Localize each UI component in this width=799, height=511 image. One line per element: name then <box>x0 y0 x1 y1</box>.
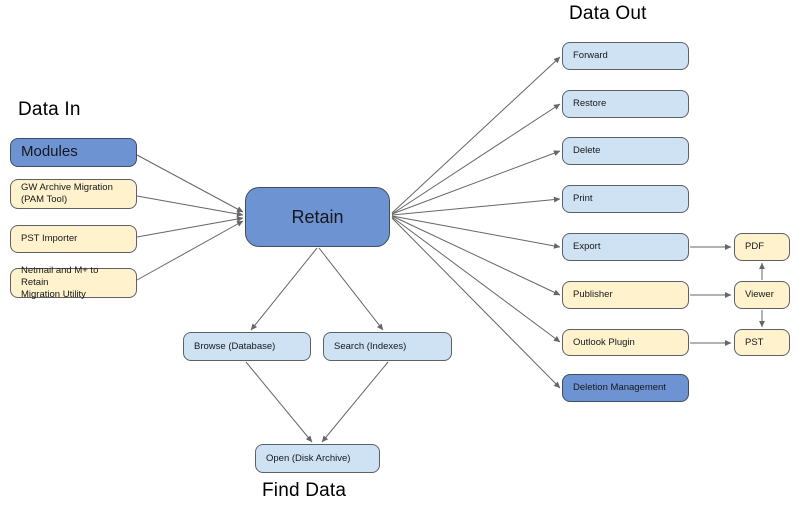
node-search-indexes: Search (Indexes) <box>323 332 452 361</box>
node-gw-archive-migration: GW Archive Migration (PAM Tool) <box>10 179 137 209</box>
heading-data-in: Data In <box>18 99 81 120</box>
node-pst-importer: PST Importer <box>10 225 137 253</box>
arrow-retain-to-print <box>391 196 561 216</box>
node-open-disk-archive: Open (Disk Archive) <box>255 444 380 473</box>
arrow-modules-to-retain <box>136 154 244 213</box>
arrow-retain-to-publisher <box>391 215 561 296</box>
node-retain: Retain <box>245 187 390 247</box>
arrow-retain-to-export <box>391 215 561 249</box>
heading-data-out: Data Out <box>569 3 647 24</box>
node-print: Print <box>562 185 689 213</box>
node-viewer: Viewer <box>734 281 790 309</box>
node-netmail-migration-utility: Netmail and M+ to Retain Migration Utili… <box>10 265 137 300</box>
arrow-gw-to-retain <box>136 195 244 217</box>
node-modules: Modules <box>10 138 137 167</box>
heading-find-data: Find Data <box>262 480 347 501</box>
node-pdf: PDF <box>734 233 790 261</box>
node-pst: PST <box>734 329 790 356</box>
node-restore: Restore <box>562 90 689 118</box>
node-browse-database: Browse (Database) <box>183 332 311 361</box>
arrow-retain-to-search <box>318 247 384 331</box>
node-export: Export <box>562 233 689 261</box>
node-delete: Delete <box>562 137 689 165</box>
node-deletion-management: Deletion Management <box>562 374 689 402</box>
arrow-retain-to-deletionmgmt <box>391 217 561 389</box>
arrow-retain-to-browse <box>250 247 318 331</box>
node-publisher: Publisher <box>562 281 689 309</box>
arrow-netmail-to-retain <box>136 220 244 281</box>
node-outlook-plugin: Outlook Plugin <box>562 329 689 356</box>
arrow-retain-to-delete <box>391 150 561 215</box>
node-forward: Forward <box>562 42 689 70</box>
arrow-retain-to-forward <box>391 56 561 214</box>
arrow-search-to-open <box>321 361 389 443</box>
arrow-retain-to-outlook <box>391 216 561 343</box>
arrow-pstimporter-to-retain <box>136 216 244 238</box>
arrow-browse-to-open <box>245 361 313 443</box>
arrow-retain-to-restore <box>391 103 561 215</box>
